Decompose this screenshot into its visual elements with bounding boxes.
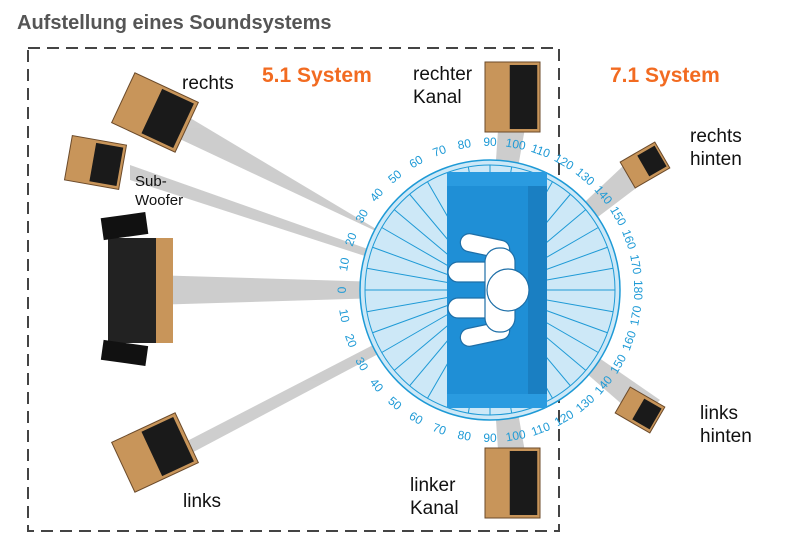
dial-angle-label: 0 — [335, 286, 349, 293]
label-7-1-system: 7.1 System — [610, 64, 720, 87]
speaker-grille — [637, 145, 667, 177]
label-linker-kanal-text: Kanal — [410, 498, 459, 519]
dial-angle-label: 70 — [431, 142, 449, 160]
speakers — [63, 61, 671, 519]
dial-angle-label: 20 — [342, 230, 360, 248]
speaker-grille — [141, 416, 194, 477]
speaker-center-right — [484, 61, 541, 133]
label-5-1-system: 5.1 System — [262, 64, 372, 87]
dial-angle-label: 60 — [407, 152, 426, 171]
dial-angle-label: 90 — [483, 431, 497, 445]
dial-angle-label: 50 — [385, 167, 404, 187]
label-woofer: Woofer — [135, 192, 184, 209]
dial-angle-label: 120 — [552, 407, 577, 429]
page-title: Aufstellung eines Soundsystems — [17, 12, 332, 34]
speaker-subwoofer — [63, 134, 128, 191]
speaker-grille — [141, 88, 194, 149]
dial-angle-label: 160 — [619, 228, 639, 252]
speaker-grille — [108, 238, 156, 343]
dial-angle-label: 60 — [407, 409, 426, 428]
dial-angle-label: 10 — [336, 256, 352, 272]
speaker-center — [100, 212, 173, 366]
speaker-right-front — [110, 72, 200, 153]
dial-angle-label: 70 — [431, 420, 449, 438]
sound-beam — [150, 100, 480, 285]
dial-angle-label: 40 — [367, 376, 387, 395]
dial-angle-label: 170 — [627, 304, 644, 326]
dial-angle-label: 80 — [457, 136, 473, 152]
label-subwoofer: Sub- Woofer — [135, 172, 183, 210]
speaker-stand-top — [100, 212, 149, 241]
speaker-grille — [632, 398, 662, 430]
speaker-grille — [89, 142, 124, 187]
label-rechter: rechter — [413, 64, 473, 85]
speaker-grille — [509, 451, 538, 515]
dial-angle-label: 90 — [483, 135, 497, 149]
dial-angle-label: 110 — [529, 419, 552, 439]
dial-angle-label: 180 — [631, 280, 645, 300]
speaker-grille — [509, 65, 538, 129]
speaker-center-left — [484, 447, 541, 519]
dial-angle-label: 130 — [573, 165, 598, 189]
label-rechter-kanal-text: Kanal — [413, 87, 462, 108]
label-links: links — [183, 491, 222, 512]
dial-angle-label: 150 — [607, 204, 629, 229]
speaker-right-rear — [619, 141, 671, 189]
label-sub: Sub- — [135, 173, 167, 190]
5-1-system-border — [27, 47, 560, 532]
label-links-hinten-line2: hinten — [700, 426, 752, 447]
label-rechts-hinten-line2: hinten — [690, 149, 742, 170]
dial-angle-label: 170 — [627, 253, 644, 275]
dial-angle-label: 120 — [552, 151, 577, 173]
dial-angle-label: 110 — [529, 141, 552, 161]
speaker-left-rear — [614, 386, 666, 434]
speaker-left-front — [110, 412, 200, 493]
dial-angle-label: 20 — [342, 332, 360, 350]
dial-angle-label: 100 — [505, 136, 527, 153]
dial-angle-label: 30 — [352, 355, 371, 374]
dial-angle-label: 40 — [367, 185, 387, 204]
dial-angle-label: 80 — [457, 428, 473, 444]
dial-angle-label: 50 — [385, 394, 404, 414]
label-links-hinten-line1: links — [700, 403, 739, 424]
label-linker: linker — [410, 475, 456, 496]
listener — [447, 233, 530, 347]
dial-angle-label: 130 — [573, 391, 598, 415]
label-rechts-hinten-line1: rechts — [690, 126, 742, 147]
dial-angle-label: 10 — [336, 308, 352, 324]
dial-angle-label: 100 — [505, 427, 527, 444]
speaker-stand-bottom — [100, 339, 149, 366]
dial-angle-label: 30 — [352, 206, 371, 225]
dial-angle-label: 160 — [619, 329, 639, 353]
label-rechts: rechts — [182, 73, 234, 94]
